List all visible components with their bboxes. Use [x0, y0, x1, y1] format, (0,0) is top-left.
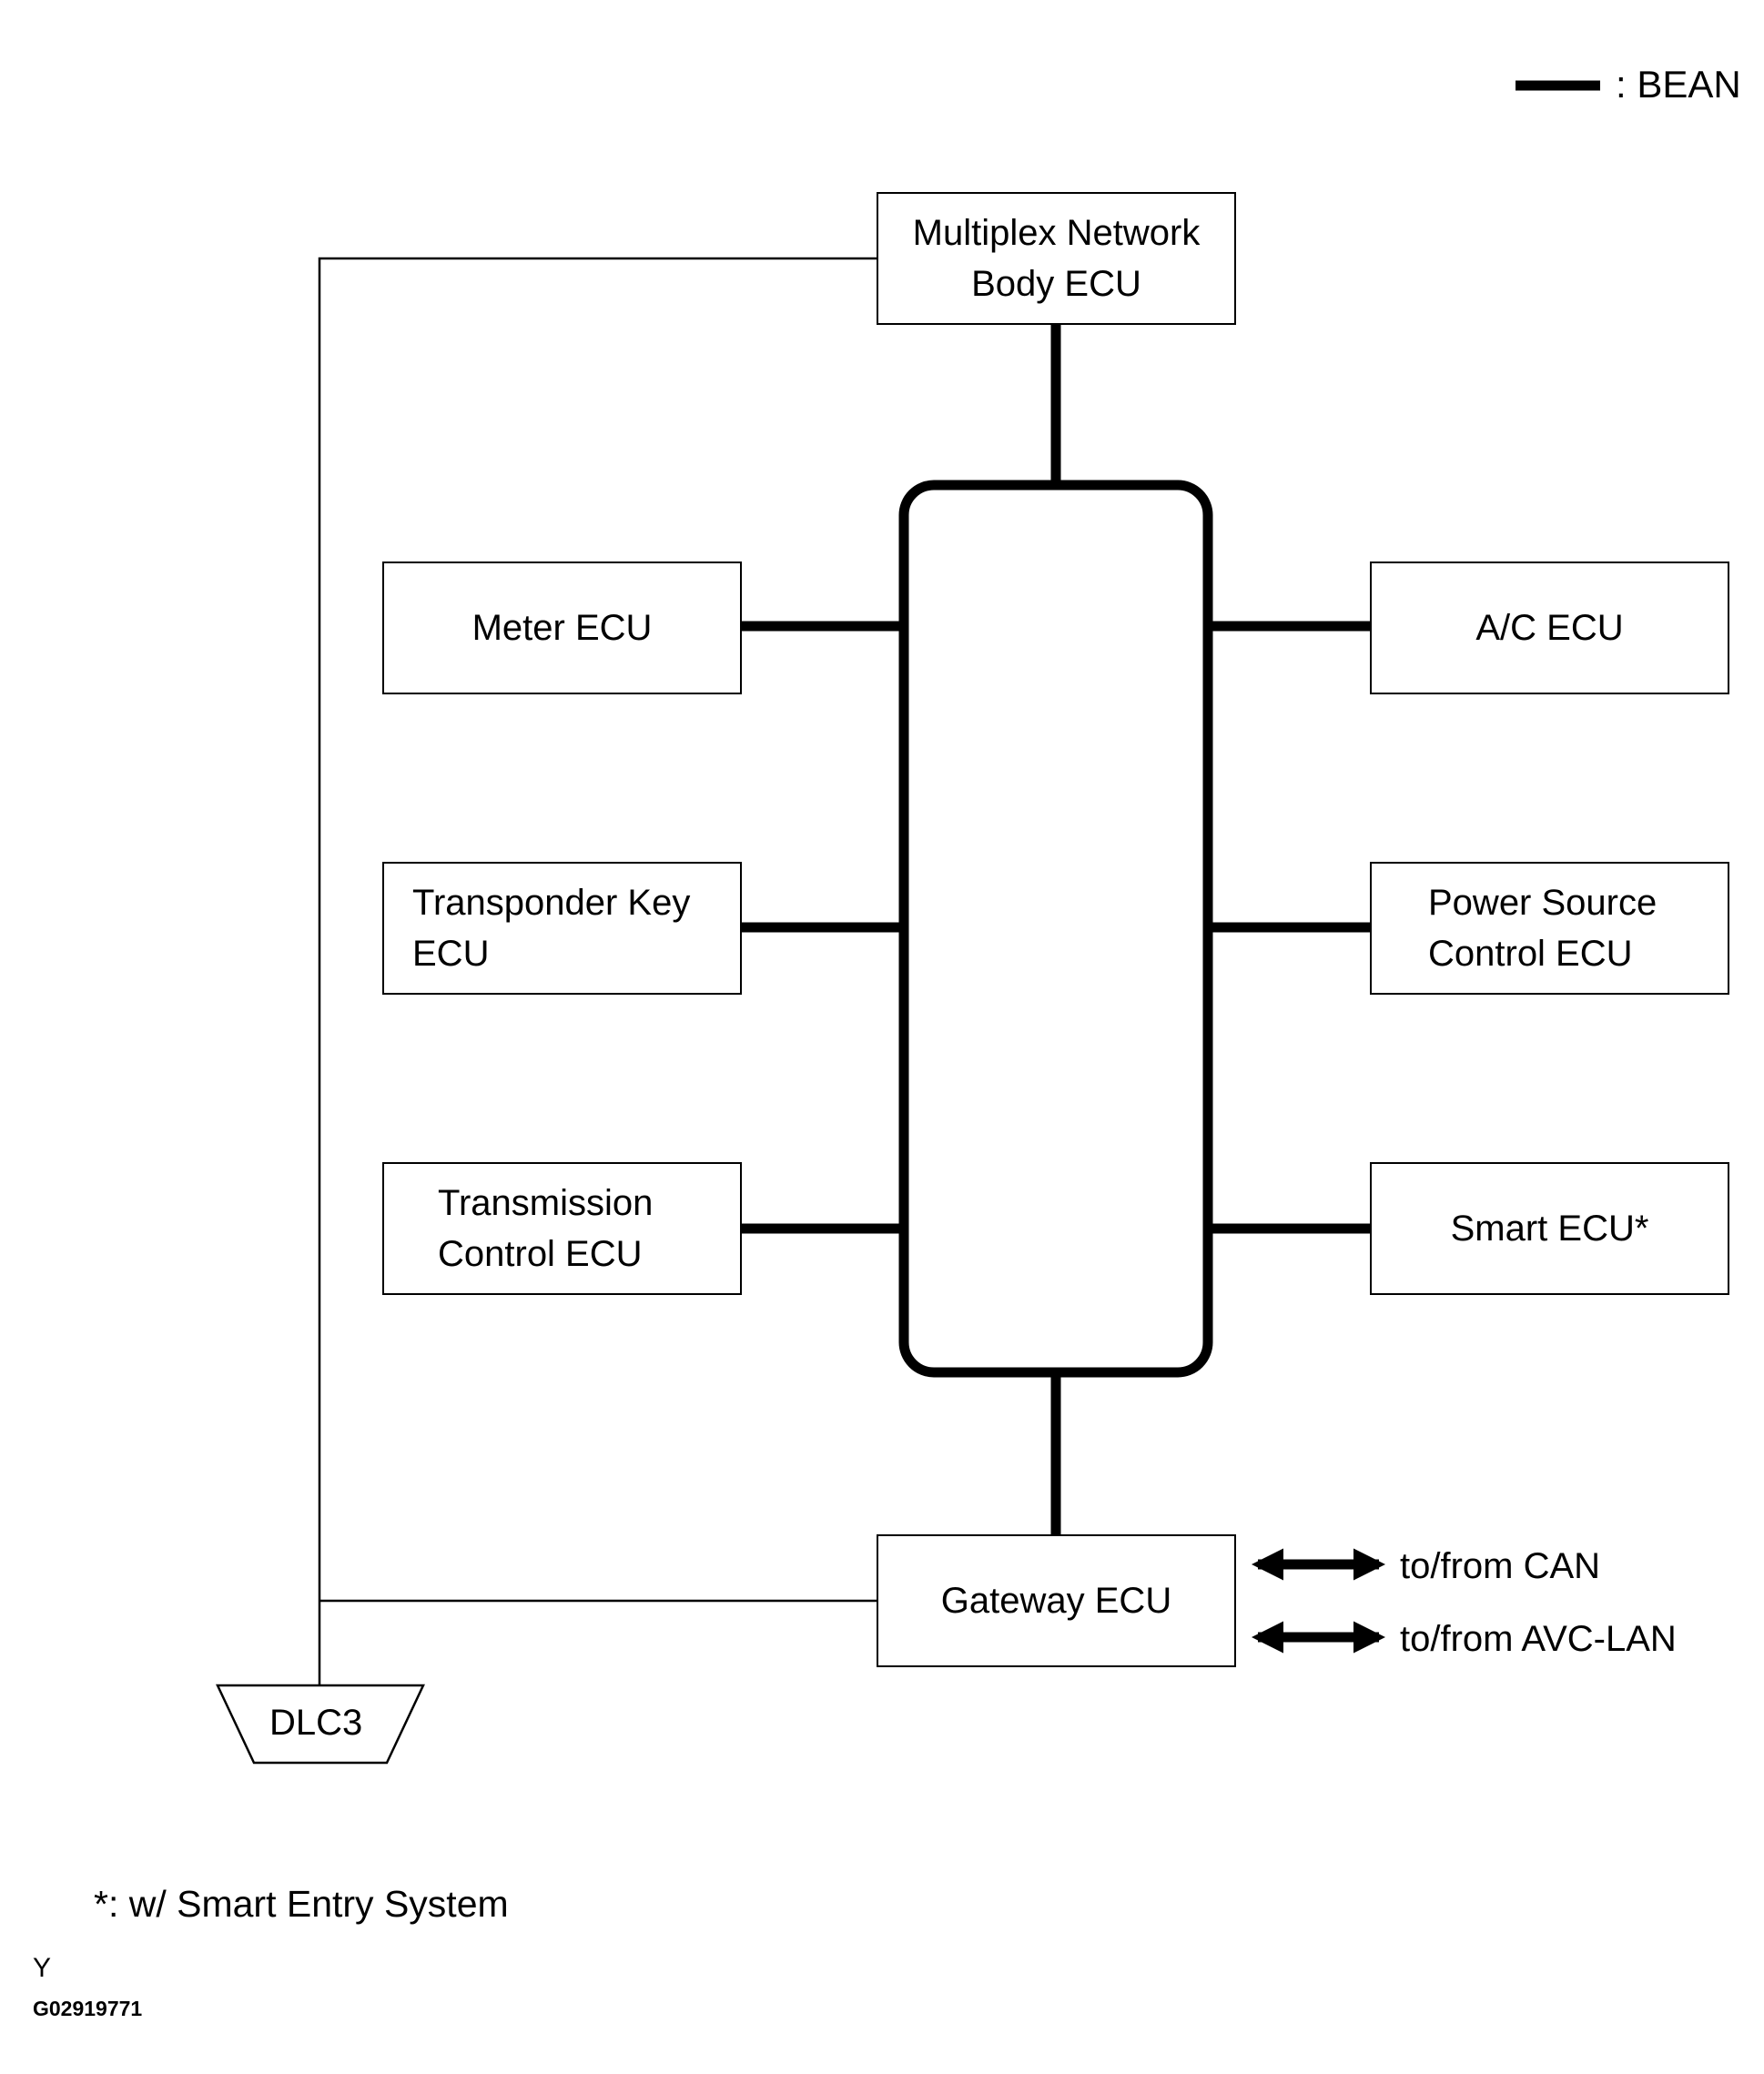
- transmission-control-ecu-box: Transmission Control ECU: [382, 1162, 742, 1295]
- meter-ecu-box: Meter ECU: [382, 561, 742, 694]
- smart-ecu-box: Smart ECU*: [1370, 1162, 1729, 1295]
- dlc3-label: DLC3: [269, 1703, 363, 1743]
- dlc3-connector: [216, 1684, 425, 1765]
- gateway-ecu-label: Gateway ECU: [940, 1581, 1172, 1621]
- can-label: to/from CAN: [1400, 1546, 1601, 1586]
- dlc3-line-multiplex: [318, 257, 877, 1685]
- transponder-key-ecu-label: Transponder Key ECU: [412, 883, 691, 974]
- ac-ecu-label: A/C ECU: [1475, 608, 1624, 648]
- avc-lan-label: to/from AVC-LAN: [1400, 1619, 1677, 1659]
- multiplex-network-body-ecu-label: Multiplex Network Body ECU: [912, 213, 1201, 304]
- footnote: *: w/ Smart Entry System: [94, 1883, 509, 1925]
- bean-bus: [898, 480, 1213, 1378]
- meter-ecu-label: Meter ECU: [471, 608, 653, 648]
- power-source-control-ecu-box: Power Source Control ECU: [1370, 862, 1729, 995]
- transponder-key-ecu-box: Transponder Key ECU: [382, 862, 742, 995]
- power-source-control-ecu-label: Power Source Control ECU: [1428, 883, 1658, 974]
- transmission-control-ecu-label: Transmission Control ECU: [438, 1183, 654, 1274]
- ac-ecu-box: A/C ECU: [1370, 561, 1729, 694]
- legend-label: : BEAN: [1616, 63, 1741, 106]
- figure-id: G02919771: [33, 1997, 143, 2020]
- gateway-ecu-box: Gateway ECU: [877, 1534, 1236, 1667]
- smart-ecu-label: Smart ECU*: [1450, 1209, 1649, 1249]
- multiplex-network-body-ecu-box: Multiplex Network Body ECU: [877, 192, 1236, 325]
- corner-code: Y: [33, 1953, 52, 1983]
